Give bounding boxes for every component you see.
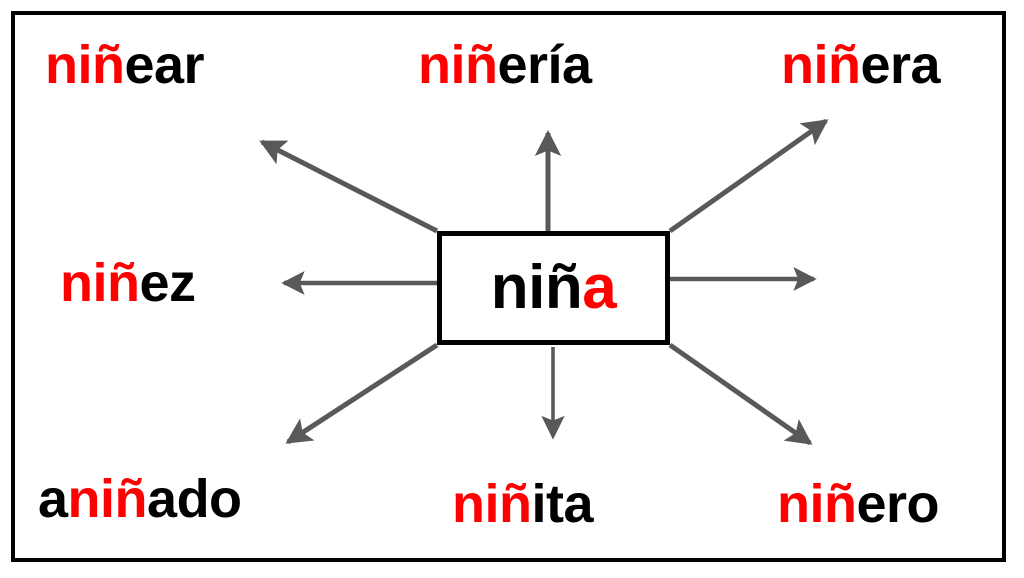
arrow-up-right — [668, 118, 829, 234]
center-word: niña — [491, 257, 617, 319]
word-bottom-right: niñero — [777, 474, 940, 534]
word-affix: ear — [124, 35, 205, 95]
word-affix: ero — [856, 474, 940, 534]
center-suffix-highlight: a — [582, 253, 617, 322]
word-affix: ita — [531, 474, 594, 534]
word-bottom-center: niñita — [452, 474, 594, 534]
word-affix: ería — [497, 35, 592, 95]
word-root-highlight: niñ — [60, 253, 140, 313]
arrow-down-left — [285, 342, 439, 445]
word-top-center: niñería — [418, 38, 592, 92]
word-root-highlight: niñ — [781, 35, 861, 95]
center-node-box: niña — [437, 231, 670, 345]
word-root-highlight: niñ — [452, 474, 532, 534]
word-top-left: niñear — [45, 35, 205, 95]
word-affix: ado — [147, 469, 242, 529]
arrow-up-left — [259, 139, 439, 234]
word-root-highlight: niñ — [67, 469, 148, 529]
word-middle-left: niñez — [60, 256, 196, 310]
word-top-right: niñera — [781, 35, 941, 95]
center-root: niñ — [490, 253, 583, 322]
word-prefix: a — [38, 469, 68, 529]
word-root-highlight: niñ — [45, 35, 125, 95]
arrow-down-right — [668, 342, 813, 446]
word-root-highlight: niñ — [418, 35, 498, 95]
word-affix: era — [860, 35, 941, 95]
word-root-highlight: niñ — [777, 474, 857, 534]
word-bottom-left: aniñado — [38, 472, 242, 526]
word-affix: ez — [139, 253, 196, 313]
